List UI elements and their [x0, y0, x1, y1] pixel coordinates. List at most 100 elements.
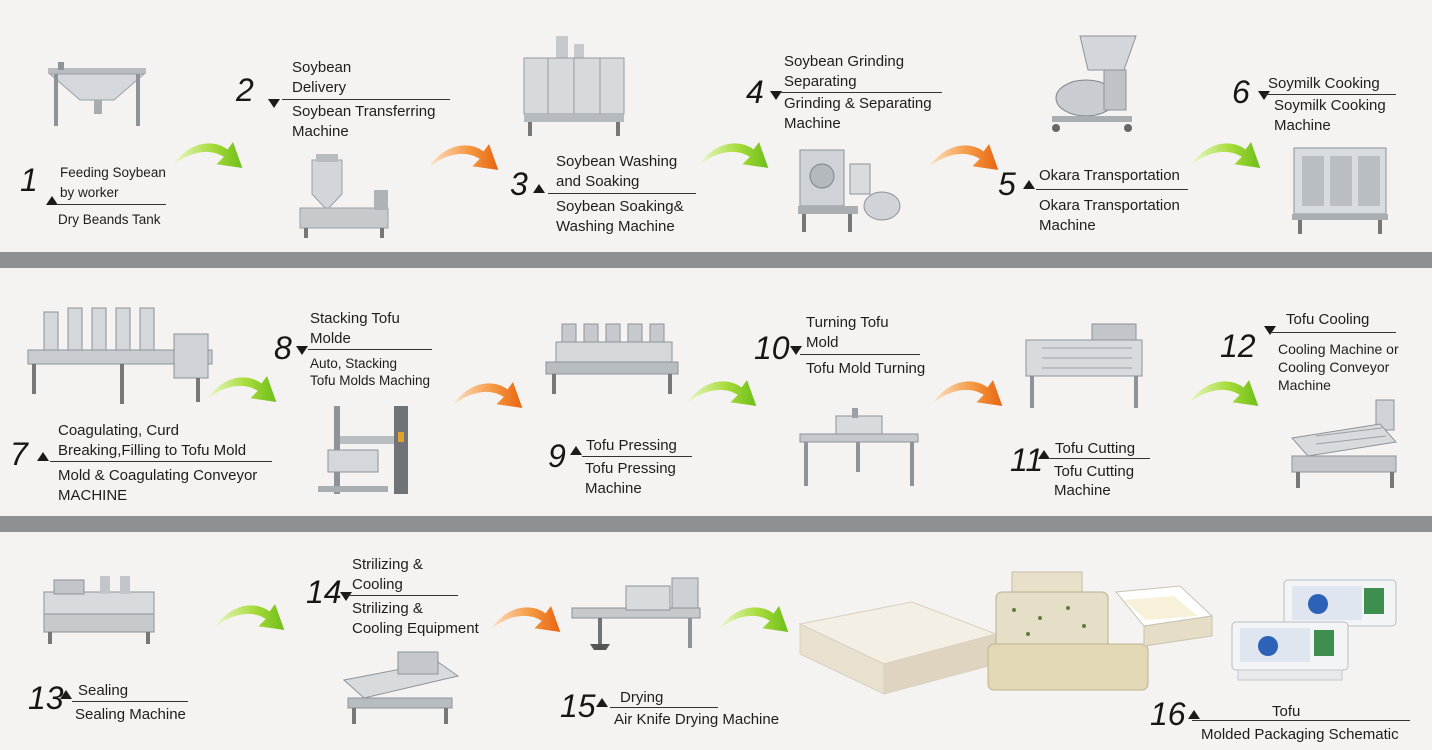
okara-transportation-machine-icon [1052, 35, 1137, 132]
step-16-machine: Molded Packaging Schematic [1201, 726, 1399, 743]
tofu-cutting-machine-icon [1025, 323, 1143, 408]
step-3-rule [548, 193, 696, 194]
step-16-marker-icon [1188, 710, 1200, 719]
step-15-marker-icon [596, 698, 608, 707]
step-12-machine: Cooling Machine or [1278, 341, 1399, 357]
arrow-green-8-icon [718, 600, 792, 638]
step-6-rule [1264, 94, 1396, 95]
step-2-title-line2: Delivery [292, 79, 347, 96]
step-12-rule [1270, 332, 1396, 333]
arrow-green-2-icon [698, 136, 772, 174]
step-14-machine: Strilizing & [352, 600, 423, 617]
step-7-machine-line2: MACHINE [58, 487, 128, 504]
step-2-rule [282, 99, 450, 100]
step-8-title-line2: Molde [310, 330, 351, 347]
soaking-washing-machine-icon [523, 36, 625, 136]
packaged-tofu-icon [987, 571, 1214, 691]
step-15-number: 15 [560, 688, 596, 724]
step-13-machine: Sealing Machine [75, 706, 186, 723]
step-4-marker-icon [770, 91, 782, 100]
step-3-marker-icon [533, 184, 545, 193]
arrow-orange-2-icon [928, 138, 1002, 176]
step-14-marker-icon [340, 592, 352, 601]
step-15-title: Drying [620, 689, 664, 706]
step-5-machine-line2: Machine [1039, 217, 1096, 234]
step-11-machine-line2: Machine [1054, 482, 1111, 499]
step-2-machine-line2: Machine [292, 123, 349, 140]
air-knife-drying-machine-icon [571, 577, 701, 650]
step-5-number: 5 [998, 166, 1016, 202]
step-7-title: Coagulating, Curd [58, 422, 179, 439]
dry-beans-tank-machine-icon [48, 62, 146, 126]
arrow-orange-5-icon [490, 600, 564, 638]
step-13-marker-icon [60, 690, 72, 699]
grinding-separating-machine-icon [798, 149, 901, 232]
step-2-marker-icon [268, 99, 280, 108]
step-7-rule [50, 461, 272, 462]
step-8-marker-icon [296, 346, 308, 355]
step-7-machine: Mold & Coagulating Conveyor [58, 467, 258, 484]
step-13-title: Sealing [78, 682, 129, 699]
step-2-machine: Soybean Transferring [292, 103, 436, 120]
step-15-machine: Air Knife Drying Machine [614, 711, 780, 728]
arrow-orange-4-icon [932, 374, 1006, 412]
step-13-number: 13 [28, 680, 64, 716]
arrow-green-7-icon [214, 598, 288, 636]
step-7-marker-icon [37, 452, 49, 461]
tofu-block-icon [798, 601, 998, 695]
step-10-machine: Tofu Mold Turning [806, 360, 926, 377]
step-8-machine: Auto, Stacking [310, 356, 398, 371]
step-4-title-line2: Separating [784, 73, 857, 90]
step-9-rule [582, 456, 692, 457]
step-4-machine: Grinding & Separating [784, 95, 932, 112]
step-12-machine-line2: Cooling Conveyor [1278, 359, 1390, 375]
row-divider-1 [0, 252, 1432, 268]
step-2-number: 2 [236, 72, 254, 108]
step-7-title-line2: Breaking,Filling to Tofu Mold [58, 442, 247, 459]
step-5-title: Okara Transportation [1039, 167, 1180, 184]
step-6-marker-icon [1258, 91, 1270, 100]
step-1-machine: Dry Beands Tank [58, 212, 161, 227]
step-14-machine-line2: Cooling Equipment [352, 620, 479, 637]
step-8-machine-line2: Tofu Molds Maching [310, 373, 431, 388]
step-11-machine: Tofu Cutting [1054, 463, 1135, 480]
step-13-rule [72, 701, 188, 702]
stacking-molds-machine-icon [318, 406, 408, 494]
step-7-number: 7 [10, 436, 28, 472]
row-1-band [0, 0, 1432, 252]
step-3-machine: Soybean Soaking& [556, 198, 684, 215]
strilizing-cooling-equipment-icon [342, 651, 460, 724]
step-14-rule [346, 595, 458, 596]
step-12-marker-icon [1264, 326, 1276, 335]
soymilk-cooking-machine-icon [1292, 147, 1388, 234]
step-1-title-line2: by worker [60, 185, 119, 200]
step-1-marker-icon [46, 196, 58, 205]
step-12-title: Tofu Cooling [1286, 311, 1370, 328]
step-1-title: Feeding Soybean [60, 165, 166, 180]
tofu-cooling-machine-icon [1291, 399, 1397, 488]
step-4-number: 4 [746, 74, 764, 110]
boxed-tofu-packs-icon [1231, 579, 1397, 681]
step-12-number: 12 [1220, 328, 1256, 364]
step-5-machine: Okara Transportation [1039, 197, 1180, 214]
step-11-number: 11 [1010, 442, 1044, 478]
step-3-title-line2: and Soaking [556, 173, 640, 190]
row-divider-2 [0, 516, 1432, 532]
step-1-rule [56, 204, 166, 205]
step-10-number: 10 [754, 330, 790, 366]
step-8-number: 8 [274, 330, 292, 366]
step-16-number: 16 [1150, 696, 1186, 732]
step-16-rule [1192, 720, 1410, 721]
step-2-title: Soybean [292, 59, 352, 76]
sealing-machine-icon [43, 576, 155, 644]
step-6-number: 6 [1232, 74, 1250, 110]
row-2-band [0, 268, 1432, 516]
step-16-title: Tofu [1272, 703, 1301, 720]
tofu-pressing-machine-icon [545, 323, 679, 394]
step-9-title: Tofu Pressing [586, 437, 677, 454]
step-11-marker-icon [1038, 450, 1050, 459]
step-8-title: Stacking Tofu [310, 310, 400, 327]
arrow-green-5-icon [686, 374, 760, 412]
step-3-title: Soybean Washing [556, 153, 678, 170]
step-10-title-line2: Mold [806, 334, 839, 351]
